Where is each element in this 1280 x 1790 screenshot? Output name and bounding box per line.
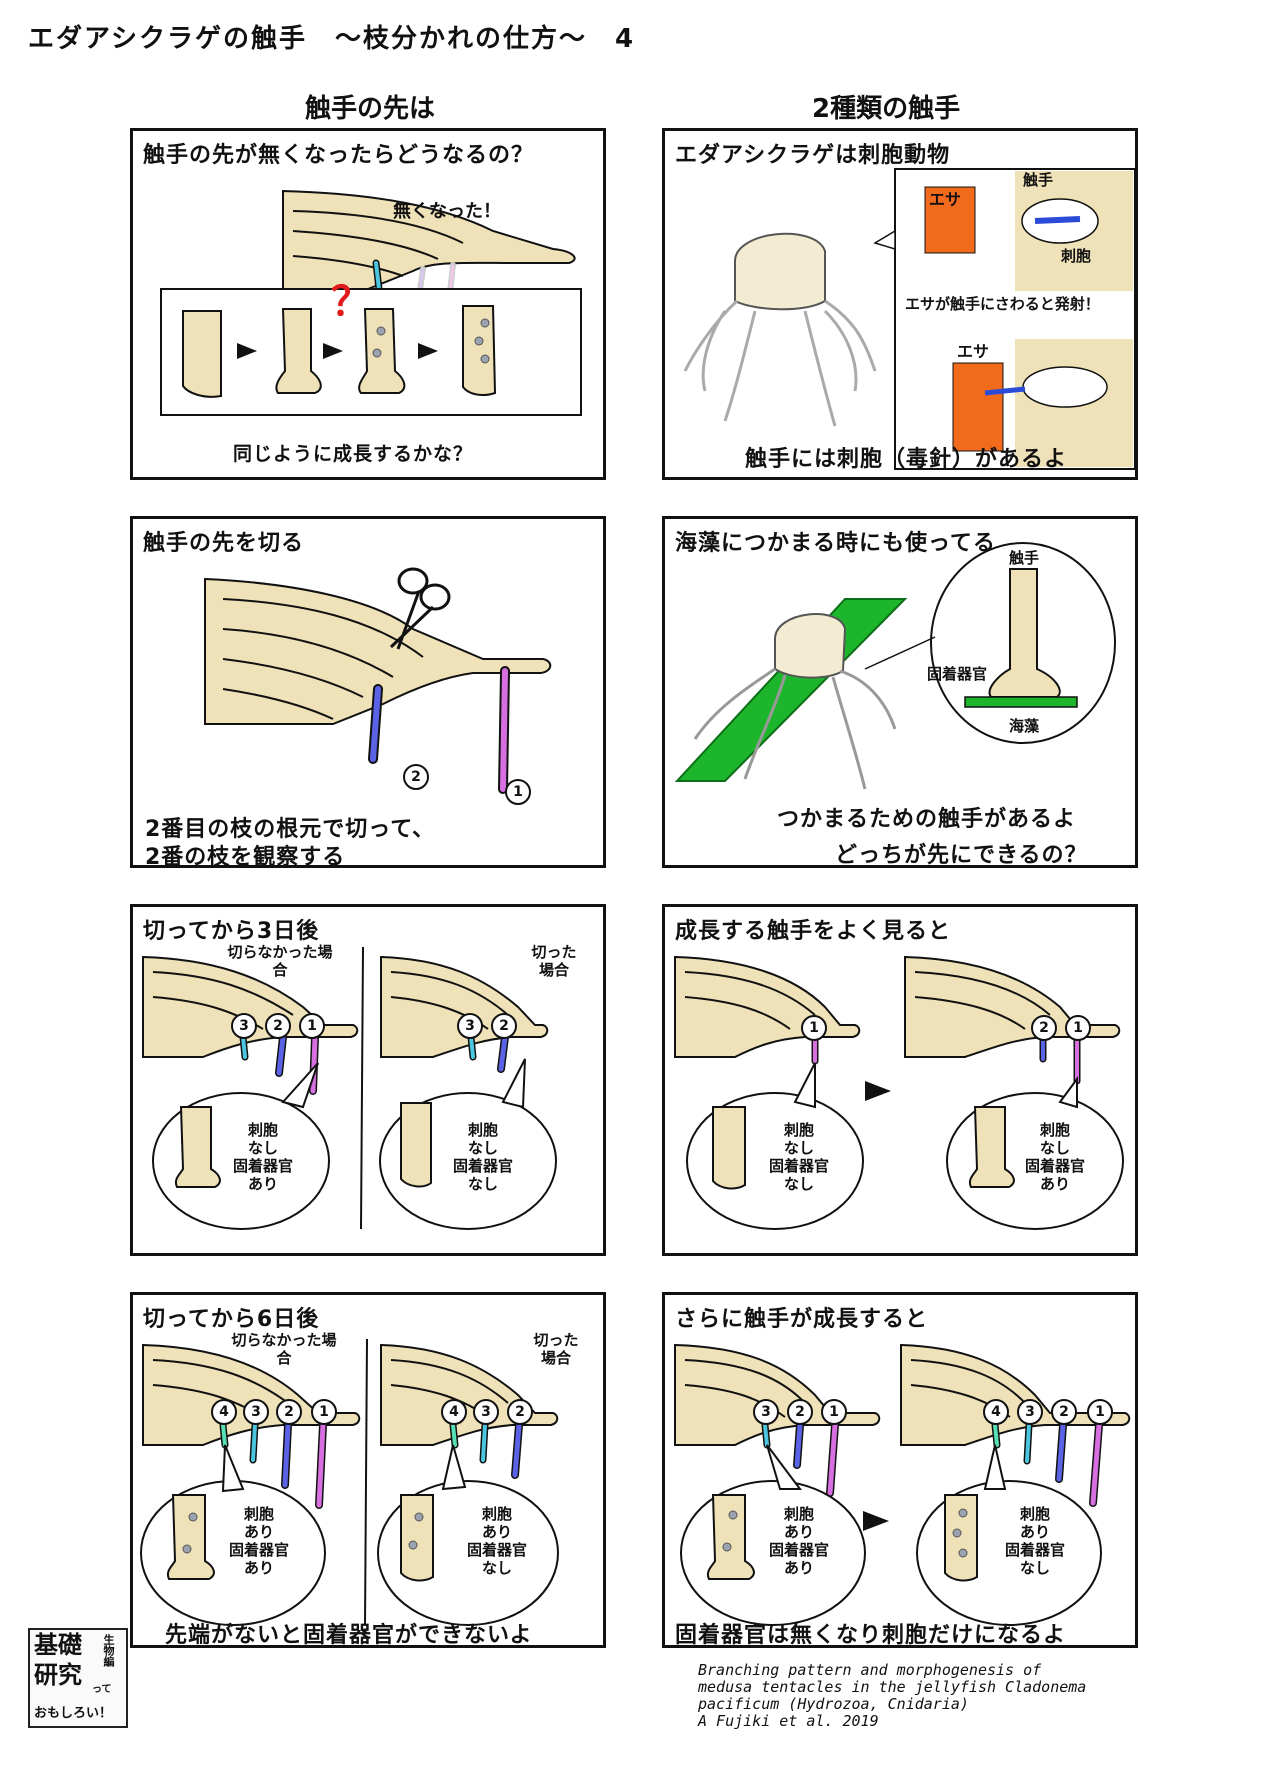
panel-cut-tip: 触手の先を切る 2 1 2番目の枝の根元で切って、 2番の枝を観察する xyxy=(130,516,606,870)
branch-number: 4 xyxy=(441,1399,467,1425)
branch-number: 3 xyxy=(1017,1399,1043,1425)
branch-number: 2 xyxy=(507,1399,533,1425)
label-tentacle: 触手 xyxy=(1009,549,1040,567)
seaweed-jellyfish-drawing xyxy=(674,542,1116,790)
caption-line-1: 2番目の枝の根元で切って、 xyxy=(145,817,436,842)
branch-number: 3 xyxy=(473,1399,499,1425)
bubble-text: 刺胞あり 固着器官あり xyxy=(769,1505,830,1577)
growing-tentacle-drawing xyxy=(674,955,1124,1230)
branch-number: 2 xyxy=(787,1399,813,1425)
branch-number: 3 xyxy=(231,1013,257,1039)
panel-caption: 同じように成長するかな？ xyxy=(233,443,474,465)
panel-title: 触手の先を切る xyxy=(143,531,305,556)
panel-further-growth: さらに触手が成長すると 3 2 1 xyxy=(662,1292,1138,1648)
bubble-text: 刺胞なし 固着器官あり xyxy=(233,1121,294,1193)
page-title: エダアシクラゲの触手 ～枝分かれの仕方～ 4 xyxy=(28,24,636,54)
bubble-text: 刺胞あり 固着器官なし xyxy=(1005,1505,1066,1577)
panel-caption: 固着器官は無くなり刺胞だけになるよ xyxy=(675,1623,1067,1648)
branch-number: 1 xyxy=(1065,1015,1091,1041)
branch-number: 4 xyxy=(211,1399,237,1425)
label-food: エサ xyxy=(929,190,962,209)
label-seaweed: 海藻 xyxy=(1009,717,1040,735)
panel-title: さらに触手が成長すると xyxy=(675,1307,929,1332)
logo: 基礎 研究 生物編 って おもしろい！ xyxy=(28,1628,128,1728)
logo-line-2: 研究 xyxy=(34,1661,82,1689)
branch-number: 1 xyxy=(311,1399,337,1425)
branch-number: 4 xyxy=(983,1399,1009,1425)
panel-caption: 触手には刺胞（毒針）があるよ xyxy=(745,447,1068,472)
branch-number: 2 xyxy=(265,1013,291,1039)
panel-title: エダアシクラゲは刺胞動物 xyxy=(675,143,951,168)
cut-tentacle-drawing xyxy=(204,567,552,794)
panel-seaweed: 海藻につかまる時にも使ってる 触手 固着器官 海藻 つかまるための触手があるよ … xyxy=(662,516,1138,868)
panel-3-days-after-cut: 切ってから3日後 切らなかった場合 切った場合 3 2 1 3 2 xyxy=(130,904,606,1256)
panel-cnidarian: エダアシクラゲは刺胞動物 エサ 触手 刺胞 エサが触手にさわると発射！ エサ 触… xyxy=(662,128,1138,480)
branch-number: 2 xyxy=(276,1399,302,1425)
branch-number: 1 xyxy=(1087,1399,1113,1425)
citation: Branching pattern and morphogenesis of m… xyxy=(698,1661,1087,1730)
panel-title: 切ってから3日後 xyxy=(143,919,320,944)
day6-comparison-drawing xyxy=(140,1338,559,1626)
logo-side: 生物編 xyxy=(102,1634,115,1667)
logo-small: って xyxy=(92,1684,112,1695)
label-cut: 切った場合 xyxy=(533,1331,579,1367)
branch-number: 3 xyxy=(753,1399,779,1425)
bubble-text: 刺胞なし 固着器官なし xyxy=(769,1121,830,1193)
panel-growing-tentacle: 成長する触手をよく見ると 1 2 1 刺胞なし 固着器官なし 刺胞なし 固着器官… xyxy=(662,904,1138,1256)
bubble-text: 刺胞あり 固着器官あり xyxy=(229,1505,290,1577)
branch-number: 1 xyxy=(801,1015,827,1041)
label-adhesive-organ: 固着器官 xyxy=(927,665,988,683)
bubble-text: 刺胞なし 固着器官なし xyxy=(453,1121,514,1193)
left-column-header: 触手の先は xyxy=(305,94,436,124)
branch-number: 1 xyxy=(821,1399,847,1425)
branch-number: 2 xyxy=(1051,1399,1077,1425)
label-cnidocyte: 刺胞 xyxy=(1061,247,1092,265)
logo-line-1: 基礎 xyxy=(34,1631,82,1659)
panel-6-days-after-cut: 切ってから6日後 切らなかった場合 切っ xyxy=(130,1292,606,1648)
panel-title: 切ってから6日後 xyxy=(143,1307,320,1332)
label-cut: 切った場合 xyxy=(531,943,577,979)
branch-number: 2 xyxy=(1031,1015,1057,1041)
caption-line-2: 2番の枝を観察する xyxy=(145,845,346,870)
branch-number: 2 xyxy=(491,1013,517,1039)
bubble-text: 刺胞あり 固着器官なし xyxy=(467,1505,528,1577)
panel-caption: 先端がないと固着器官ができないよ xyxy=(165,1623,533,1648)
branch-number: 3 xyxy=(457,1013,483,1039)
label-tentacle: 触手 xyxy=(1023,171,1054,189)
branch-number: 3 xyxy=(243,1399,269,1425)
logo-bottom: おもしろい！ xyxy=(34,1706,113,1721)
branch-number-2: 2 xyxy=(403,764,429,790)
bubble-text: 刺胞なし 固着器官あり xyxy=(1025,1121,1086,1193)
caption-line-2: どっちが先にできるの？ xyxy=(835,843,1088,868)
further-growth-drawing xyxy=(674,1343,1131,1626)
panel-title: 成長する触手をよく見ると xyxy=(675,919,952,944)
question-mark: ？ xyxy=(331,279,371,325)
panel-tentacle-tip-lost: 触手の先が無くなったらどうなるの？ ？ 無くなっ xyxy=(130,128,606,480)
panel-title: 海藻につかまる時にも使ってる xyxy=(675,531,996,556)
tentacle-branch-drawing xyxy=(160,189,582,416)
label-food-2: エサ xyxy=(957,342,990,361)
label-not-cut: 切らなかった場合 xyxy=(227,943,333,979)
caption-line-1: つかまるための触手があるよ xyxy=(777,807,1077,832)
label-not-cut: 切らなかった場合 xyxy=(231,1331,337,1367)
branch-number: 1 xyxy=(299,1013,325,1039)
jellyfish-cnidocyte-drawing xyxy=(683,168,1136,470)
label-fire: エサが触手にさわると発射！ xyxy=(905,295,1100,313)
label-gone: 無くなった！ xyxy=(393,201,501,222)
branch-number-1: 1 xyxy=(505,779,531,805)
panel-title: 触手の先が無くなったらどうなるの？ xyxy=(143,143,535,168)
right-column-header: 2種類の触手 xyxy=(812,94,961,124)
